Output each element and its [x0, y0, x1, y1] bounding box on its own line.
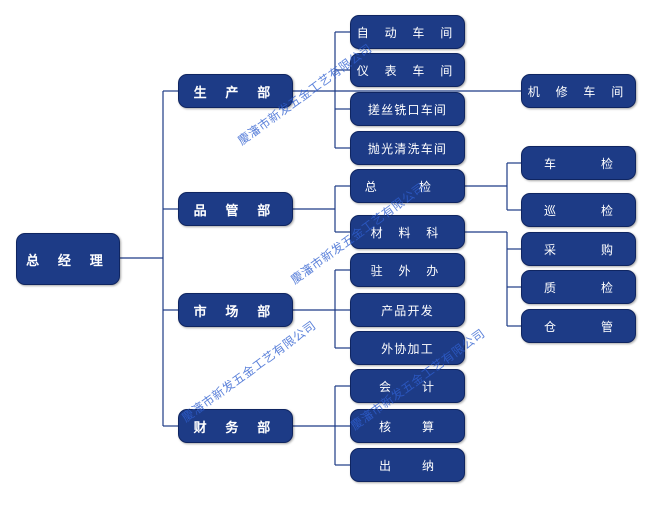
node-accounting: 会 计 [350, 369, 465, 403]
node-finance: 财 务 部 [178, 409, 293, 443]
node-auto-workshop: 自 动 车 间 [350, 15, 465, 49]
node-patrol-check-a: 巡 [544, 203, 557, 218]
node-patrol-check-b: 检 [600, 203, 613, 218]
node-field-office: 驻 外 办 [350, 253, 465, 287]
node-qc-b: 检 [600, 280, 613, 295]
node-purchasing: 采 购 [521, 232, 636, 266]
node-patrol-check: 巡 检 [521, 193, 636, 227]
node-cashier: 出 纳 [350, 448, 465, 482]
node-ceo: 总 经 理 [16, 233, 120, 285]
node-production: 生 产 部 [178, 74, 293, 108]
node-purchasing-b: 购 [600, 242, 613, 257]
node-repair-workshop: 机 修 车 间 [521, 74, 636, 108]
node-qc: 质 检 [521, 270, 636, 304]
node-turning-check-a: 车 [544, 156, 557, 171]
node-quality: 品 管 部 [178, 192, 293, 226]
node-accounting-a: 会 [379, 379, 392, 394]
node-purchasing-a: 采 [544, 242, 557, 257]
node-cashier-a: 出 [379, 458, 392, 473]
node-product-dev: 产品开发 [350, 293, 465, 327]
node-materials: 材 料 科 [350, 215, 465, 249]
node-thread-workshop: 搓丝铣口车间 [350, 92, 465, 126]
node-cashier-b: 纳 [421, 458, 434, 473]
node-marketing: 市 场 部 [178, 293, 293, 327]
node-inspection: 总 检 [350, 169, 465, 203]
node-turning-check: 车 检 [521, 146, 636, 180]
node-warehouse-b: 管 [600, 319, 613, 334]
node-instrument-workshop: 仪 表 车 间 [350, 53, 465, 87]
node-turning-check-b: 检 [600, 156, 613, 171]
node-polish-workshop: 抛光清洗车间 [350, 131, 465, 165]
node-auditing: 核 算 [350, 409, 465, 443]
node-auditing-b: 算 [421, 419, 434, 434]
node-qc-a: 质 [544, 280, 557, 295]
node-warehouse-a: 仓 [544, 319, 557, 334]
node-accounting-b: 计 [421, 379, 434, 394]
node-outsourcing: 外协加工 [350, 331, 465, 365]
node-auditing-a: 核 [379, 419, 392, 434]
node-warehouse: 仓 管 [521, 309, 636, 343]
